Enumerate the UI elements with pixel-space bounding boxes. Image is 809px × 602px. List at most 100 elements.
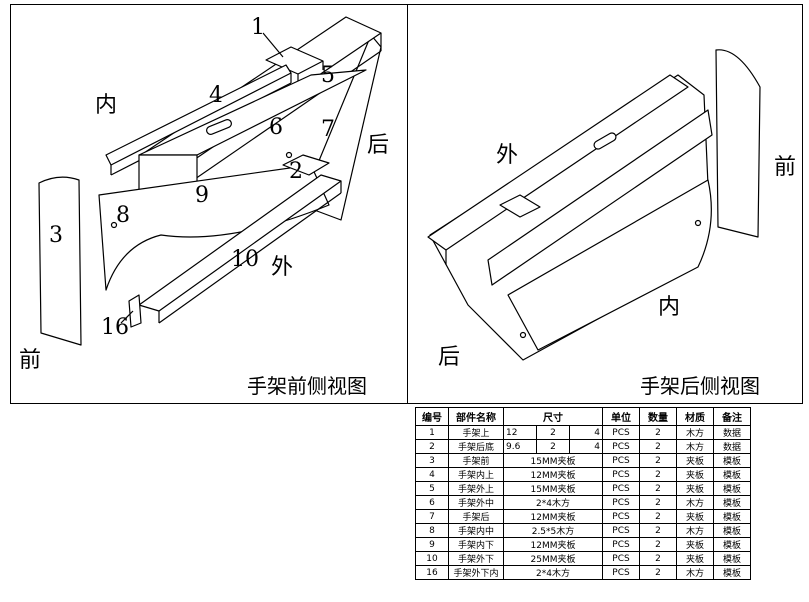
- cell-unit: PCS: [602, 523, 640, 538]
- cell-qty: 2: [639, 453, 677, 468]
- cell-unit: PCS: [602, 481, 640, 496]
- front-side-exploded-drawing: [38, 16, 382, 346]
- cell-qty: 2: [639, 481, 677, 496]
- cell-qty: 2: [639, 425, 677, 440]
- rv-label-front: 前: [774, 155, 797, 180]
- label-9: 9: [195, 183, 209, 208]
- label-3: 3: [49, 223, 63, 248]
- parts-table-header-row: 编号 部件名称 尺寸 单位 数量 材质 备注: [415, 407, 751, 426]
- header-size: 尺寸: [503, 407, 603, 426]
- cell-size: 15MM夹板: [503, 453, 603, 468]
- cell-qty: 2: [639, 537, 677, 552]
- header-material: 材质: [676, 407, 714, 426]
- cell-name: 手架外下: [448, 551, 504, 566]
- cell-note: 模板: [713, 565, 751, 580]
- cell-note: 模板: [713, 481, 751, 496]
- label-7: 7: [321, 117, 335, 142]
- cell-dim-height: 4: [569, 425, 603, 440]
- cell-no: 9: [415, 537, 449, 552]
- cell-name: 手架内中: [448, 523, 504, 538]
- cell-name: 手架前: [448, 453, 504, 468]
- table-row: 10 手架外下 25MM夹板 PCS 2 夹板 模板: [415, 551, 751, 566]
- cell-name: 手架后底: [448, 439, 504, 454]
- rear-side-drawing: [427, 49, 761, 361]
- cell-material: 木方: [676, 523, 714, 538]
- cell-material: 木方: [676, 425, 714, 440]
- cell-name: 手架内上: [448, 467, 504, 482]
- cell-note: 模板: [713, 453, 751, 468]
- cell-size: 2*4木方: [503, 565, 603, 580]
- cell-no: 6: [415, 495, 449, 510]
- part-9-inner-bottom: [98, 164, 330, 291]
- cell-qty: 2: [639, 439, 677, 454]
- header-no: 编号: [415, 407, 449, 426]
- cell-unit: PCS: [602, 439, 640, 454]
- cell-unit: PCS: [602, 453, 640, 468]
- table-row: 2 手架后底 9.6 2 4 PCS 2 木方 数据: [415, 439, 751, 454]
- front-side-view-panel: 1 5 4 内 6 7 后 2 9 8 3 10 外 16 前 手架前侧视图: [10, 4, 408, 404]
- header-note: 备注: [713, 407, 751, 426]
- cell-name: 手架外下内: [448, 565, 504, 580]
- cell-no: 1: [415, 425, 449, 440]
- cell-no: 5: [415, 481, 449, 496]
- table-row: 1 手架上 12 2 4 PCS 2 木方 数据: [415, 425, 751, 440]
- table-row: 6 手架外中 2*4木方 PCS 2 木方 模板: [415, 495, 751, 510]
- header-qty: 数量: [639, 407, 677, 426]
- cell-note: 模板: [713, 523, 751, 538]
- cell-unit: PCS: [602, 551, 640, 566]
- front-side-view-caption: 手架前侧视图: [247, 374, 367, 398]
- rear-view-handle-slot: [593, 132, 617, 150]
- rear-side-view-panel: 外 前 内 后 手架后侧视图: [407, 4, 803, 404]
- cell-dim-width: 2: [536, 439, 570, 454]
- table-row: 9 手架内下 12MM夹板 PCS 2 夹板 模板: [415, 537, 751, 552]
- table-row: 4 手架内上 12MM夹板 PCS 2 夹板 模板: [415, 467, 751, 482]
- cell-dim-length: 9.6: [503, 439, 537, 454]
- cell-size: 2.5*5木方: [503, 523, 603, 538]
- label-outer: 外: [271, 255, 294, 280]
- cell-unit: PCS: [602, 509, 640, 524]
- cell-note: 模板: [713, 495, 751, 510]
- cell-material: 夹板: [676, 453, 714, 468]
- leader-line-1: [262, 32, 284, 58]
- cell-unit: PCS: [602, 467, 640, 482]
- cell-size: 12MM夹板: [503, 467, 603, 482]
- label-rear: 后: [367, 133, 390, 158]
- cell-qty: 2: [639, 551, 677, 566]
- table-row: 7 手架后 12MM夹板 PCS 2 夹板 模板: [415, 509, 751, 524]
- cell-no: 8: [415, 523, 449, 538]
- cell-material: 夹板: [676, 537, 714, 552]
- leader-line-16: [120, 310, 134, 324]
- cell-dim-height: 4: [569, 439, 603, 454]
- cell-note: 模板: [713, 537, 751, 552]
- cell-size: 12MM夹板: [503, 509, 603, 524]
- cell-note: 模板: [713, 551, 751, 566]
- cell-material: 木方: [676, 565, 714, 580]
- table-row: 16 手架外下内 2*4木方 PCS 2 木方 模板: [415, 565, 751, 580]
- table-row: 8 手架内中 2.5*5木方 PCS 2 木方 模板: [415, 523, 751, 538]
- handle-slot: [206, 119, 232, 135]
- cell-name: 手架外上: [448, 481, 504, 496]
- cell-no: 7: [415, 509, 449, 524]
- label-4: 4: [209, 83, 223, 108]
- rv-label-inner: 内: [658, 295, 681, 320]
- rear-view-top-block: [499, 194, 541, 218]
- cell-name: 手架外中: [448, 495, 504, 510]
- cell-no: 16: [415, 565, 449, 580]
- rear-view-top-rail: [427, 74, 689, 251]
- cell-unit: PCS: [602, 495, 640, 510]
- label-10: 10: [231, 247, 259, 272]
- rv-label-rear: 后: [438, 345, 461, 370]
- rear-view-bottom-panel: [507, 179, 712, 351]
- header-part-name: 部件名称: [448, 407, 504, 426]
- cell-size: 25MM夹板: [503, 551, 603, 566]
- cell-dim-width: 2: [536, 425, 570, 440]
- cell-material: 夹板: [676, 551, 714, 566]
- cell-qty: 2: [639, 467, 677, 482]
- label-inner: 内: [95, 93, 118, 118]
- cell-name: 手架上: [448, 425, 504, 440]
- cell-name: 手架内下: [448, 537, 504, 552]
- cell-no: 2: [415, 439, 449, 454]
- cell-qty: 2: [639, 495, 677, 510]
- rear-side-view-caption: 手架后侧视图: [640, 374, 760, 398]
- header-unit: 单位: [602, 407, 640, 426]
